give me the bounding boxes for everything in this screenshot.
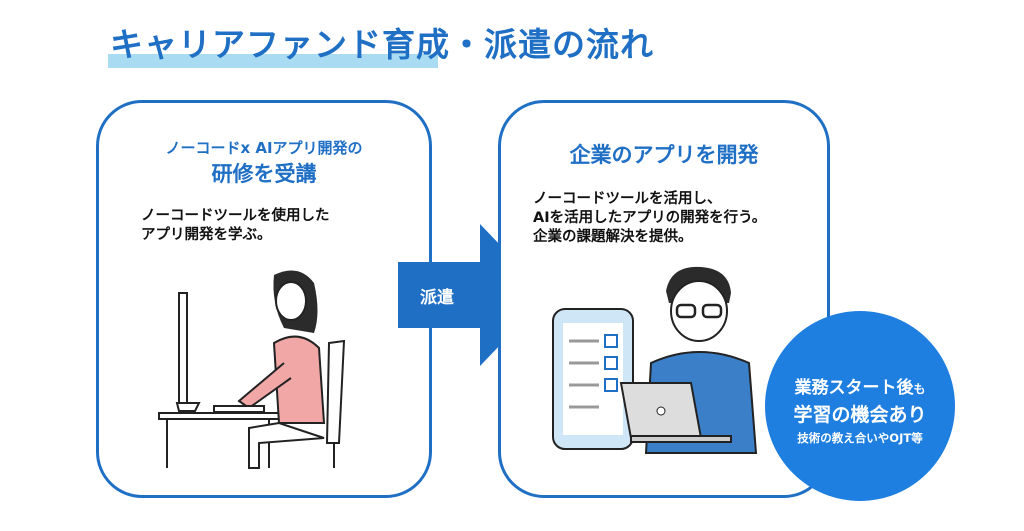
body-line: 企業の課題解決を提供。 bbox=[533, 229, 693, 245]
learning-opportunity-badge: 業務スタート後も 学習の機会あり 技術の教え合いやOJT等 bbox=[765, 311, 955, 501]
badge-line-1-text: 業務スタート後 bbox=[794, 378, 914, 398]
training-subtitle-large: 研修を受講 bbox=[211, 162, 317, 186]
training-subtitle-small: ノーコードx AIアプリ開発の bbox=[165, 139, 363, 157]
title-highlight bbox=[108, 54, 438, 68]
badge-line-3: 技術の教え合いやOJT等 bbox=[797, 431, 923, 445]
dispatch-label: 派遣 bbox=[420, 288, 454, 308]
badge-line-2: 学習の機会あり bbox=[793, 404, 927, 426]
body-line: ノーコードツールを使用した bbox=[141, 208, 330, 224]
training-description: ノーコードツールを使用した アプリ開発を学ぶ。 bbox=[141, 207, 330, 245]
badge-line-1-suffix: も bbox=[913, 382, 926, 396]
body-line: アプリ開発を学ぶ。 bbox=[141, 227, 272, 243]
woman-at-computer-illustration bbox=[158, 270, 346, 469]
body-line: AIを活用したアプリの開発を行う。 bbox=[533, 210, 767, 226]
development-subtitle: 企業のアプリを開発 bbox=[569, 143, 759, 167]
developer-with-app-illustration bbox=[552, 266, 758, 454]
body-line: ノーコードツールを活用し、 bbox=[533, 191, 722, 207]
badge-line-1: 業務スタート後も bbox=[765, 373, 955, 398]
page-title: キャリアファンド育成・派遣の流れ bbox=[110, 25, 654, 64]
development-description: ノーコードツールを活用し、 AIを活用したアプリの開発を行う。 企業の課題解決を… bbox=[533, 190, 766, 247]
step-training-card: ノーコードx AIアプリ開発の 研修を受講 ノーコードツールを使用した アプリ開… bbox=[96, 100, 432, 498]
